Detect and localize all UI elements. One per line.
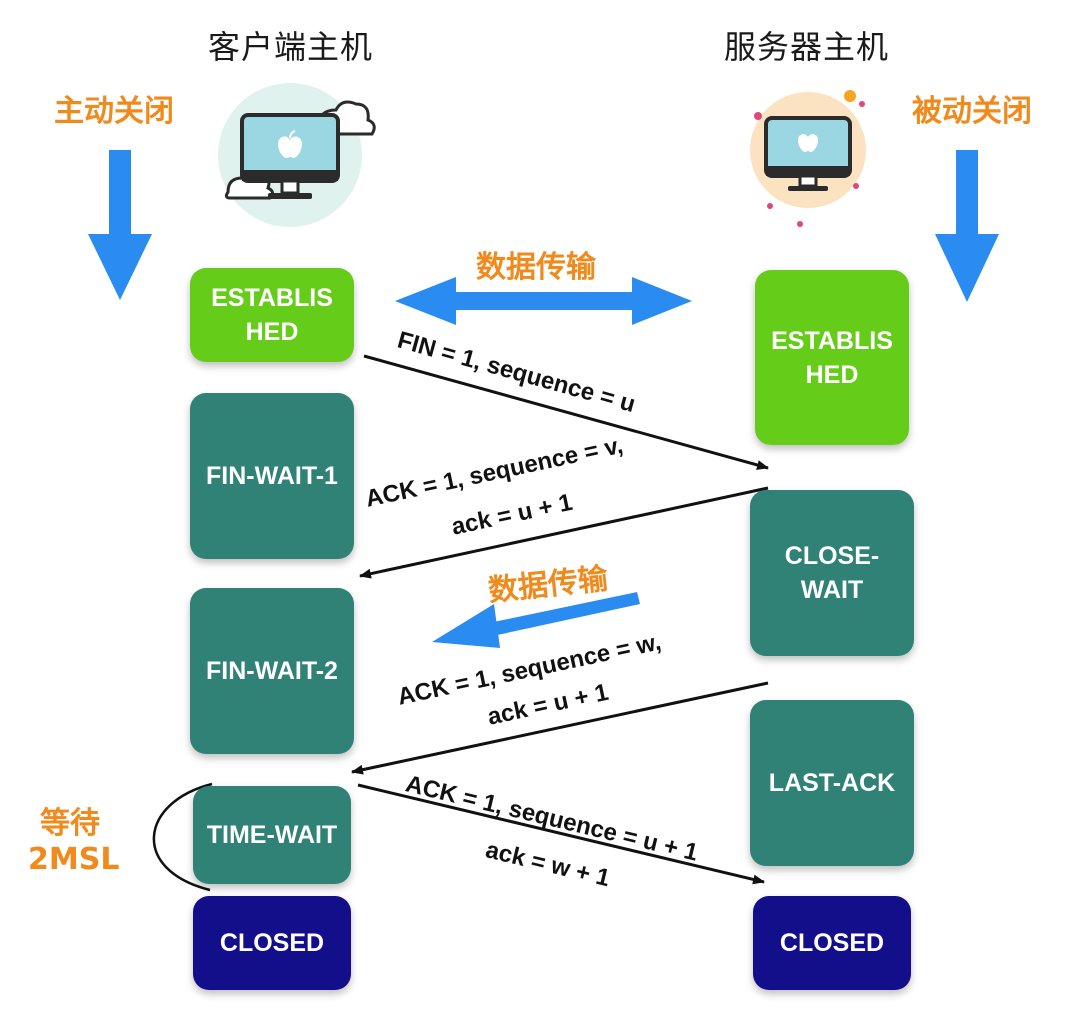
active-close-label: 主动关闭 bbox=[54, 94, 174, 129]
wait-2msl-bracket bbox=[152, 782, 213, 892]
wait-label: 等待 bbox=[40, 806, 100, 841]
server-host-title: 服务器主机 bbox=[724, 28, 890, 66]
apple-logo-icon bbox=[278, 130, 302, 158]
fin-message-arrow bbox=[363, 354, 769, 470]
server-state-established: ESTABLIS HED bbox=[755, 270, 909, 445]
data-transfer-double-arrow-icon bbox=[395, 277, 692, 325]
ack1-message-arrow bbox=[359, 486, 769, 579]
client-computer-icon bbox=[218, 83, 376, 227]
client-state-closed: CLOSED bbox=[193, 896, 351, 990]
server-computer-icon bbox=[750, 90, 866, 227]
client-state-time-wait: TIME-WAIT bbox=[193, 786, 351, 884]
server-state-close-wait: CLOSE- WAIT bbox=[750, 490, 914, 656]
client-state-fin-wait-2: FIN-WAIT-2 bbox=[190, 588, 354, 754]
passive-close-label: 被动关闭 bbox=[912, 94, 1032, 129]
client-host-title: 客户端主机 bbox=[208, 28, 374, 66]
data-transfer-left-arrow-icon bbox=[432, 592, 640, 648]
passive-close-down-arrow-icon bbox=[935, 150, 999, 302]
2msl-label: 2MSL bbox=[28, 842, 120, 877]
data-transfer-label-top: 数据传输 bbox=[476, 250, 596, 285]
ack3-message-arrow bbox=[357, 783, 765, 885]
client-state-fin-wait-1: FIN-WAIT-1 bbox=[190, 393, 354, 559]
server-state-last-ack: LAST-ACK bbox=[750, 700, 914, 866]
ack2-message-arrow bbox=[351, 681, 769, 775]
server-state-closed: CLOSED bbox=[753, 896, 911, 990]
client-state-established: ESTABLIS HED bbox=[190, 268, 354, 362]
active-close-down-arrow-icon bbox=[88, 150, 152, 300]
